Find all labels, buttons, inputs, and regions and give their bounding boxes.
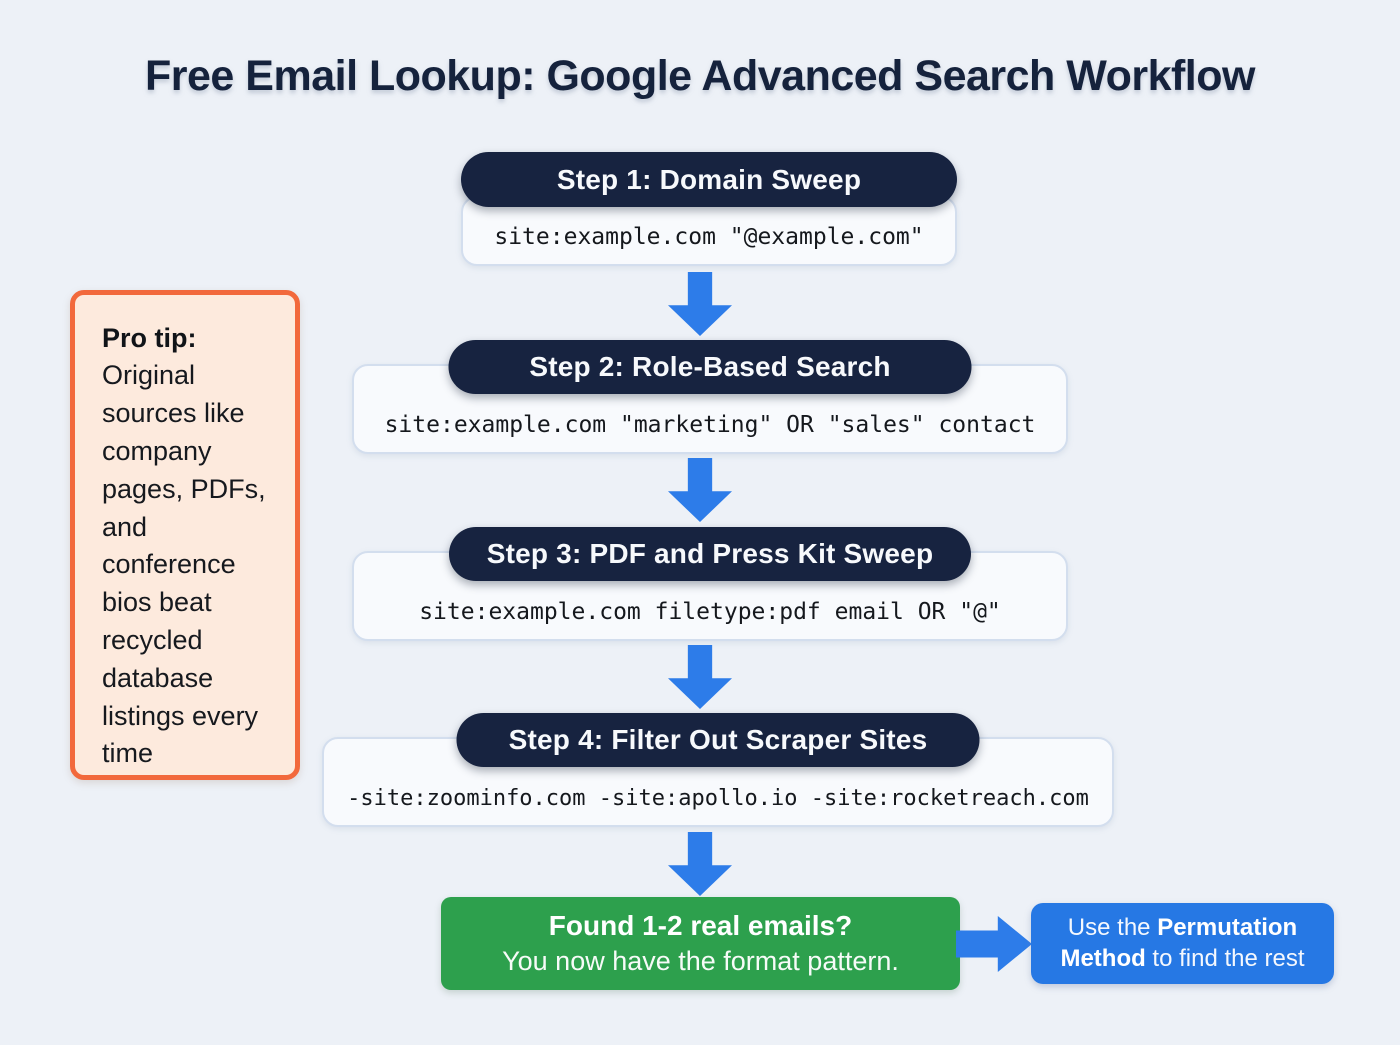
step-4-query: -site:zoominfo.com -site:apollo.io -site… <box>347 785 1089 811</box>
step-3-header: Step 3: PDF and Press Kit Sweep <box>449 527 971 581</box>
next-step-suffix: to find the rest <box>1145 944 1305 972</box>
pro-tip-body: Original sources like company pages, PDF… <box>102 360 266 769</box>
arrow-down-icon <box>668 458 732 522</box>
next-step-emphasis: Permutation Method <box>1060 913 1298 972</box>
step-1-query: site:example.com "@example.com" <box>494 224 924 250</box>
step-1-header: Step 1: Domain Sweep <box>461 152 957 207</box>
step-3-label: Step 3: PDF and Press Kit Sweep <box>486 538 934 569</box>
step-2-group: site:example.com "marketing" OR "sales" … <box>352 340 1068 454</box>
arrow-down-icon <box>668 832 732 896</box>
next-step-text: Use the Permutation Method to find the r… <box>1051 913 1314 974</box>
arrow-down-icon <box>668 272 732 336</box>
step-1-label: Step 1: Domain Sweep <box>556 163 862 195</box>
step-2-query: site:example.com "marketing" OR "sales" … <box>384 412 1036 438</box>
pro-tip-callout: Pro tip: Original sources like company p… <box>70 290 300 780</box>
next-step-prefix: Use the <box>1067 913 1158 941</box>
next-step-box: Use the Permutation Method to find the r… <box>1031 903 1334 984</box>
result-subtext: You now have the format pattern. <box>502 946 899 977</box>
arrow-down-icon <box>668 645 732 709</box>
step-2-header: Step 2: Role-Based Search <box>448 340 972 394</box>
step-4-group: -site:zoominfo.com -site:apollo.io -site… <box>322 713 1114 827</box>
pro-tip-label: Pro tip: <box>102 323 197 353</box>
arrow-right-icon <box>956 916 1032 972</box>
step-4-label: Step 4: Filter Out Scraper Sites <box>508 724 928 755</box>
step-4-header: Step 4: Filter Out Scraper Sites <box>456 713 980 767</box>
step-2-label: Step 2: Role-Based Search <box>529 351 891 382</box>
step-3-query: site:example.com filetype:pdf email OR "… <box>419 599 1001 625</box>
result-box: Found 1-2 real emails? You now have the … <box>441 897 960 990</box>
page-title: Free Email Lookup: Google Advanced Searc… <box>145 52 1255 100</box>
step-1-query-card: site:example.com "@example.com" <box>461 196 957 266</box>
step-1-group: site:example.com "@example.com" Step 1: … <box>461 152 957 266</box>
result-heading: Found 1-2 real emails? <box>548 909 853 941</box>
step-3-group: site:example.com filetype:pdf email OR "… <box>352 527 1068 641</box>
